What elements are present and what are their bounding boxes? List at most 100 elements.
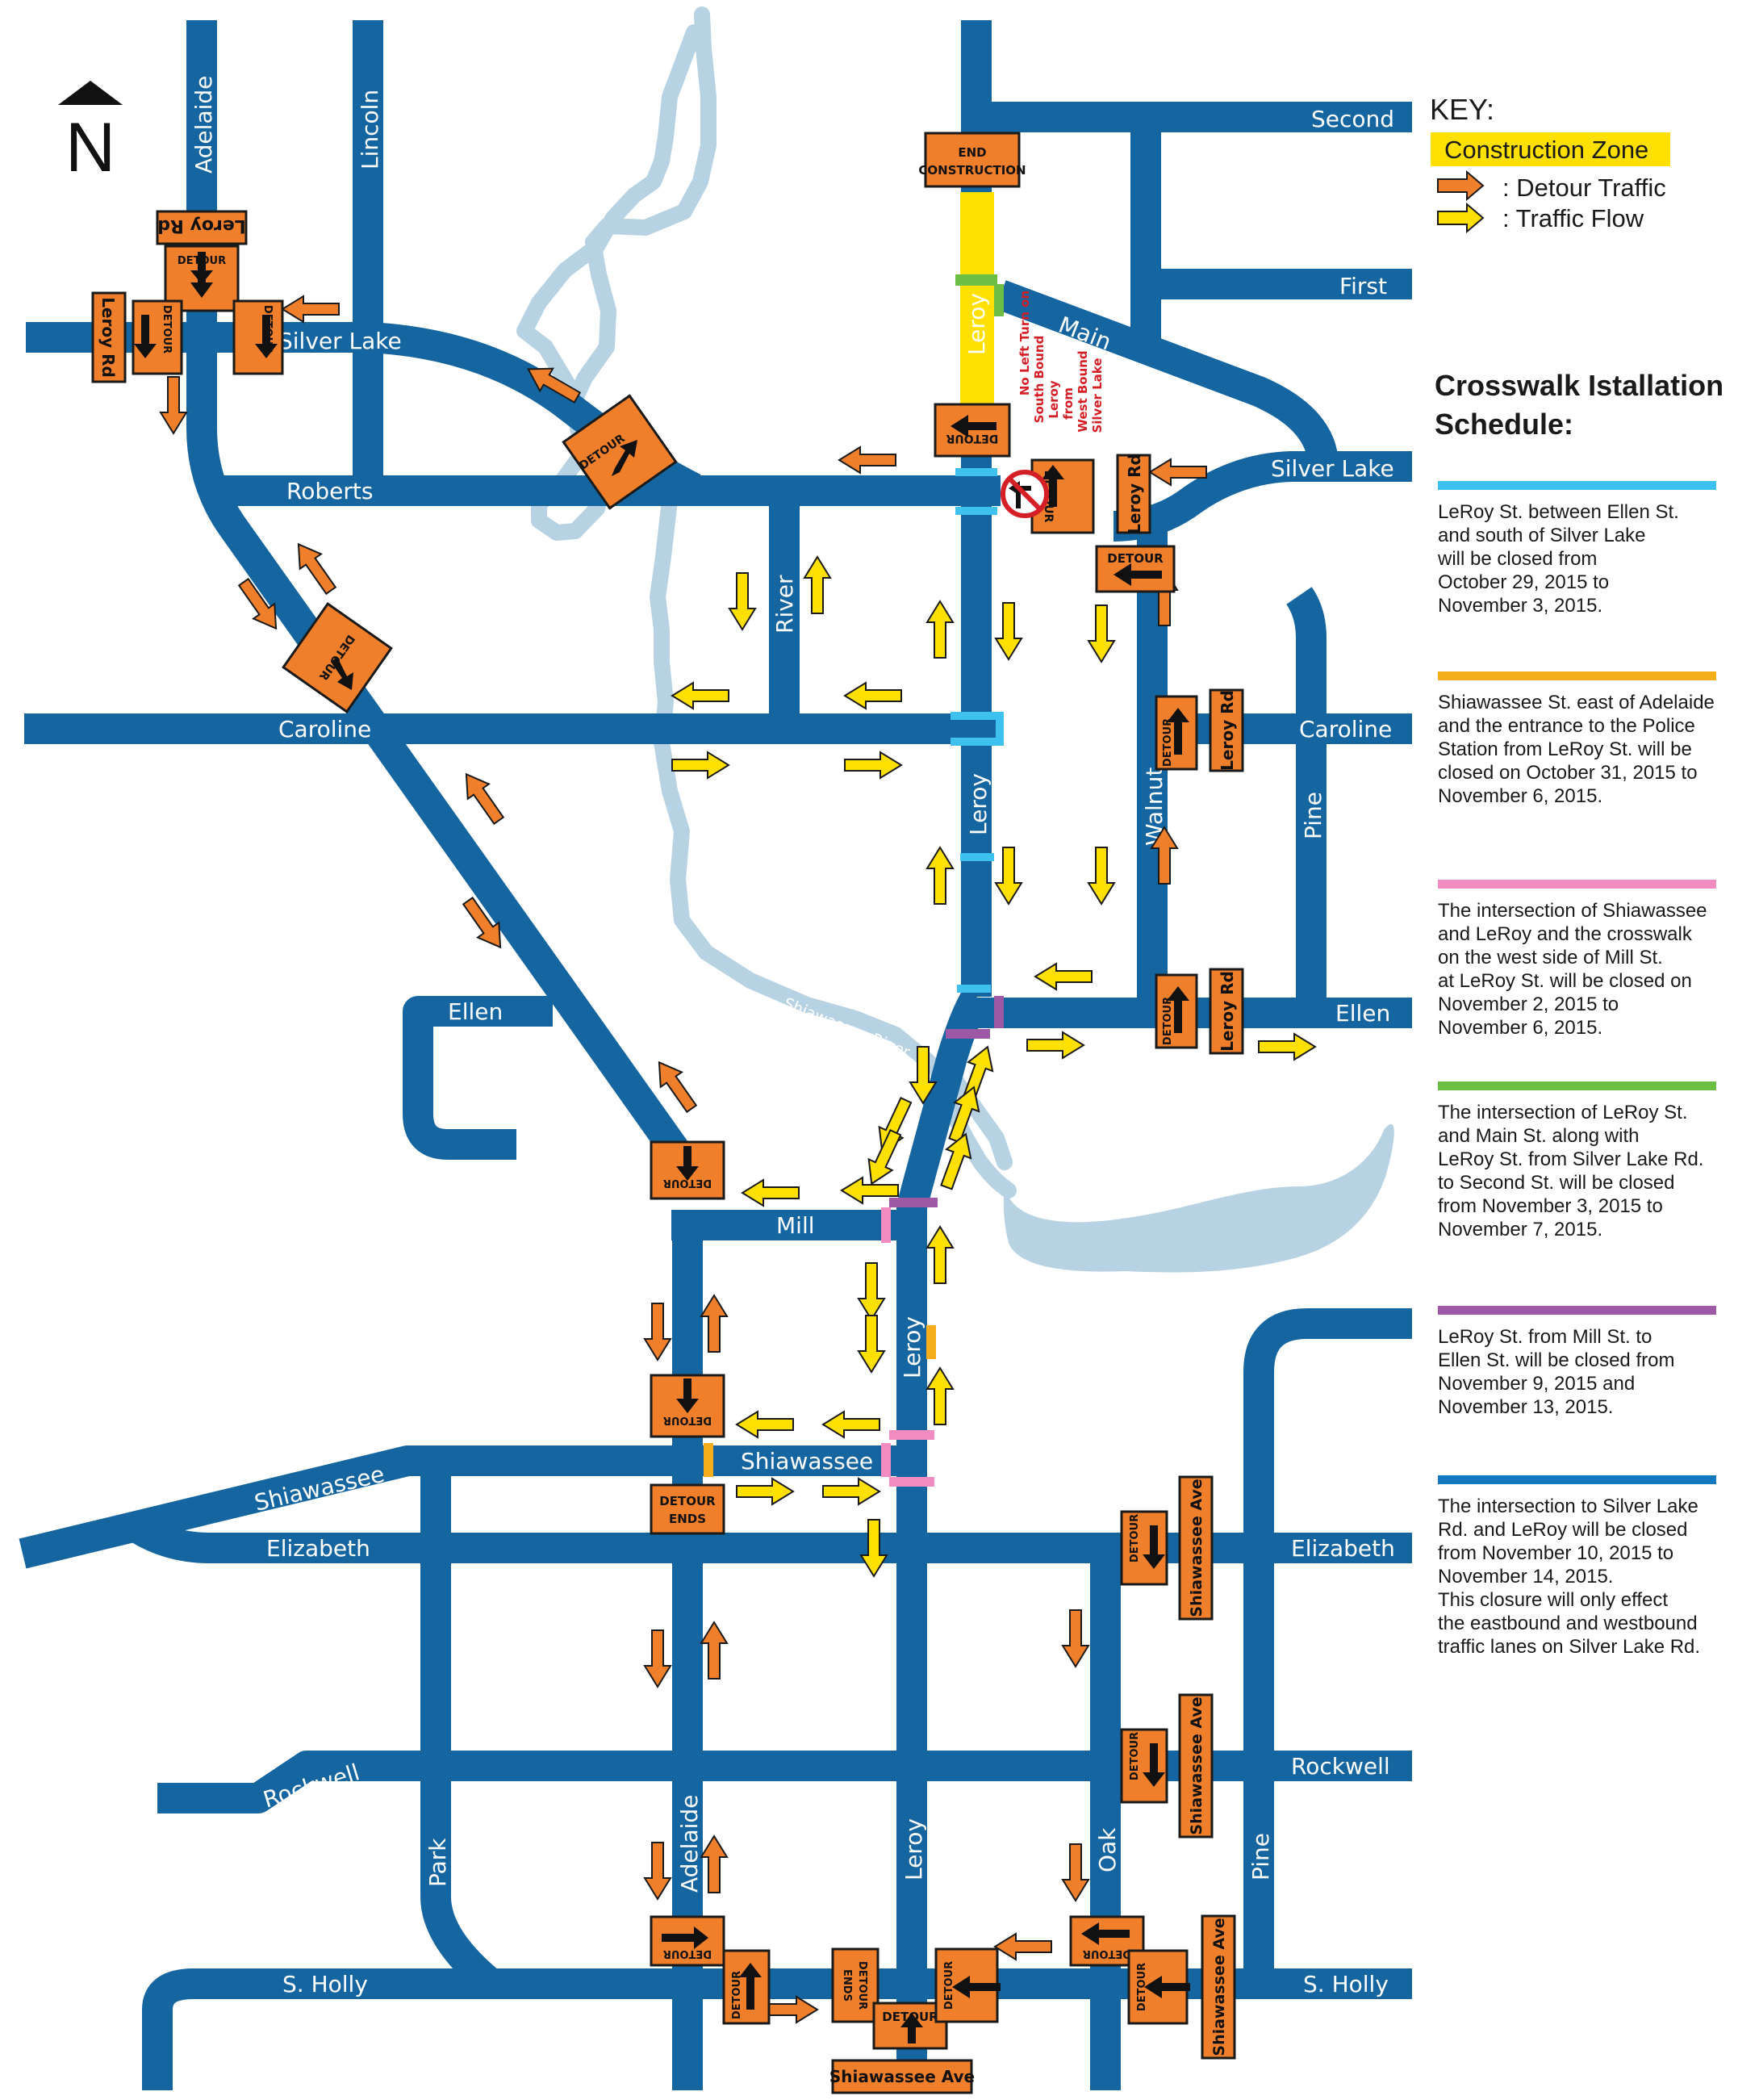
svg-text:DETOUR: DETOUR — [1162, 997, 1174, 1045]
traffic-flow-arrow-icon — [671, 751, 730, 780]
svg-text:Shiawassee Ave: Shiawassee Ave — [1188, 1479, 1205, 1617]
sign-detour-rockwell-oak: DETOUR — [1120, 1728, 1168, 1804]
label-caroline-west: Caroline — [278, 716, 371, 743]
label-ellen-west: Ellen — [448, 998, 503, 1025]
label-s-holly-east: S. Holly — [1303, 1971, 1389, 1998]
label-oak: Oak — [1094, 1827, 1121, 1872]
sign-leroy-rd-west: Leroy Rd — [91, 291, 127, 383]
svg-text:DETOUR: DETOUR — [943, 1961, 955, 2010]
traffic-flow-arrow-icon — [909, 1046, 938, 1105]
schedule-line: The intersection of LeRoy St. — [1438, 1102, 1688, 1123]
svg-text:DETOUR: DETOUR — [946, 432, 998, 445]
schedule-line: and the entrance to the Police — [1438, 715, 1695, 737]
label-shiawassee-east: Shiawassee — [741, 1448, 873, 1475]
schedule-line: November 9, 2015 and — [1438, 1373, 1635, 1395]
traffic-flow-arrow-icon — [843, 681, 902, 710]
detour-arrow-icon — [237, 577, 278, 630]
svg-text:DETOUR: DETOUR — [659, 1494, 716, 1508]
sign-leroy-rd-top: Leroy Rd — [156, 210, 248, 245]
label-first: First — [1339, 273, 1387, 299]
label-second: Second — [1311, 106, 1394, 132]
traffic-flow-arrow-icon — [994, 602, 1023, 661]
north-arrow-icon — [58, 81, 123, 105]
label-caroline-east: Caroline — [1299, 716, 1392, 743]
schedule-line: LeRoy St. from Silver Lake Rd. — [1438, 1148, 1703, 1170]
traffic-flow-arrow-icon — [1258, 1032, 1317, 1061]
schedule-line: to Second St. will be closed — [1438, 1172, 1675, 1194]
label-leroy-center: Leroy — [965, 773, 992, 835]
sign-arrows — [134, 252, 1190, 2044]
svg-text:Leroy Rd: Leroy Rd — [1125, 454, 1144, 534]
label-roberts: Roberts — [286, 478, 373, 504]
sign-leroy-rd-ellen: Leroy Rd — [1209, 968, 1244, 1055]
schedule-line: on the west side of Mill St. — [1438, 947, 1663, 968]
detour-arrow-icon — [281, 295, 340, 324]
key-detour-arrow-icon — [1437, 169, 1485, 202]
traffic-flow-arrow-icon — [867, 1128, 902, 1186]
key-title: KEY: — [1430, 93, 1494, 126]
svg-text:Shiawassee Ave: Shiawassee Ave — [1210, 1918, 1228, 2056]
no-left-turn-icon — [1001, 470, 1049, 518]
sign-detour-ends-south: DETOUR ENDS — [831, 1947, 879, 2023]
schedule-line: will be closed from — [1437, 548, 1597, 570]
detour-arrow-icon — [700, 1294, 729, 1353]
svg-text:ENDS: ENDS — [841, 1969, 853, 2002]
shiawassee-river — [516, 6, 717, 541]
label-leroy-south: Leroy — [900, 1818, 927, 1880]
key-construction-label: Construction Zone — [1444, 136, 1648, 164]
label-park: Park — [424, 1838, 451, 1887]
svg-text:West Bound: West Bound — [1076, 350, 1090, 432]
schedule-line: at LeRoy St. will be closed on — [1438, 970, 1692, 992]
detour-arrow-icon — [1061, 1843, 1090, 1902]
label-pine-south: Pine — [1247, 1833, 1274, 1880]
north-label: N — [65, 109, 115, 186]
detour-arrow-icon — [1061, 1609, 1090, 1668]
svg-text:Leroy Rd: Leroy Rd — [157, 215, 246, 236]
signs-layer: Leroy Rd DETOUR Leroy Rd DETOUR DETOUR D… — [91, 132, 1244, 2094]
schedule-color-bar — [1438, 1475, 1716, 1484]
schedule-line: Rd. and LeRoy will be closed — [1438, 1519, 1688, 1541]
label-rockwell-east: Rockwell — [1291, 1753, 1390, 1780]
schedule-line: Ellen St. will be closed from — [1438, 1349, 1674, 1371]
label-silver-lake-west: Silver Lake — [278, 328, 402, 354]
traffic-flow-arrow-icon — [859, 1519, 888, 1578]
schedule-line: and LeRoy and the crosswalk — [1438, 923, 1693, 945]
schedule-line: The intersection to Silver Lake — [1438, 1496, 1698, 1517]
svg-text:END: END — [958, 145, 986, 160]
arrows-layer — [159, 295, 1317, 2024]
crosswalk-schedule: Crosswalk Istallation Schedule: LeRoy St… — [1435, 369, 1723, 1658]
detour-arrow-icon — [643, 1629, 672, 1688]
detour-arrow-icon — [658, 1060, 698, 1114]
sign-detour-west-1: DETOUR — [132, 299, 183, 375]
detour-arrow-icon — [159, 376, 188, 435]
svg-text:DETOUR: DETOUR — [1129, 1732, 1141, 1780]
svg-text:Leroy Rd: Leroy Rd — [1218, 690, 1237, 771]
traffic-flow-arrow-icon — [728, 572, 757, 631]
schedule-line: and south of Silver Lake — [1438, 525, 1646, 546]
sign-shiawassee-ave-rockwell: Shiawassee Ave — [1178, 1693, 1214, 1839]
sign-shiawassee-ave-bottom: Shiawassee Ave — [829, 2059, 975, 2094]
schedule-color-bar — [1438, 880, 1716, 889]
traffic-flow-arrow-icon — [1026, 1031, 1085, 1060]
schedule-color-bar — [1438, 481, 1716, 490]
traffic-flow-arrow-icon — [671, 681, 729, 710]
label-elizabeth-east: Elizabeth — [1291, 1535, 1395, 1562]
schedule-line: This closure will only effect — [1438, 1589, 1668, 1611]
svg-text:DETOUR: DETOUR — [856, 1961, 868, 2010]
key-flow-label: : Traffic Flow — [1502, 204, 1644, 232]
svg-text:Leroy: Leroy — [1047, 380, 1061, 418]
label-adelaide-south: Adelaide — [676, 1795, 703, 1893]
detour-arrow-icon — [700, 1621, 729, 1680]
traffic-flow-arrow-icon — [940, 1132, 972, 1190]
traffic-flow-arrow-icon — [1034, 962, 1093, 991]
detour-arrow-icon — [465, 772, 505, 826]
north-arrow: N — [58, 81, 123, 186]
detour-arrow-icon — [462, 896, 502, 949]
schedule-line: Station from LeRoy St. will be — [1438, 738, 1692, 760]
schedule-line: The intersection of Shiawassee — [1438, 900, 1707, 922]
schedule-line: November 6, 2015. — [1438, 1017, 1602, 1039]
schedule-line: November 2, 2015 to — [1438, 994, 1619, 1015]
detour-arrow-icon — [297, 542, 337, 596]
traffic-flow-arrow-icon — [925, 600, 955, 659]
svg-text:South Bound: South Bound — [1032, 336, 1047, 424]
